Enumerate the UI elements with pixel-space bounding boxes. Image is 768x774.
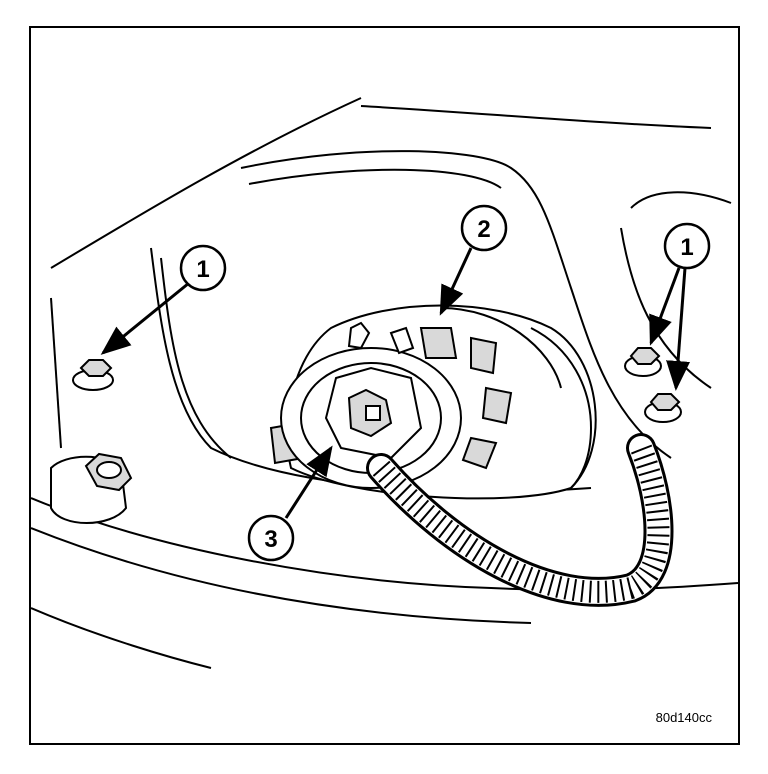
callout-1-left-label: 1 — [196, 256, 209, 283]
figure-id: 80d140cc — [655, 710, 712, 725]
illustration: 1 1 2 3 — [31, 97, 738, 669]
callout-2-label: 2 — [477, 216, 490, 243]
diagram-frame: 1 1 2 3 80d140cc — [29, 26, 740, 745]
callout-3: 3 — [247, 445, 333, 562]
callout-1-left: 1 — [100, 244, 227, 355]
callout-1-right: 1 — [649, 222, 711, 391]
mounting-nut-lower — [50, 452, 133, 524]
callout-2: 2 — [439, 204, 508, 316]
callout-3-label: 3 — [264, 526, 277, 553]
body-panel — [31, 97, 738, 669]
callout-1-right-label: 1 — [680, 234, 693, 261]
blower-motor — [269, 304, 597, 500]
mounting-nut-left — [72, 359, 114, 391]
wiring-harness — [366, 433, 674, 607]
mounting-nuts-right — [624, 347, 682, 423]
